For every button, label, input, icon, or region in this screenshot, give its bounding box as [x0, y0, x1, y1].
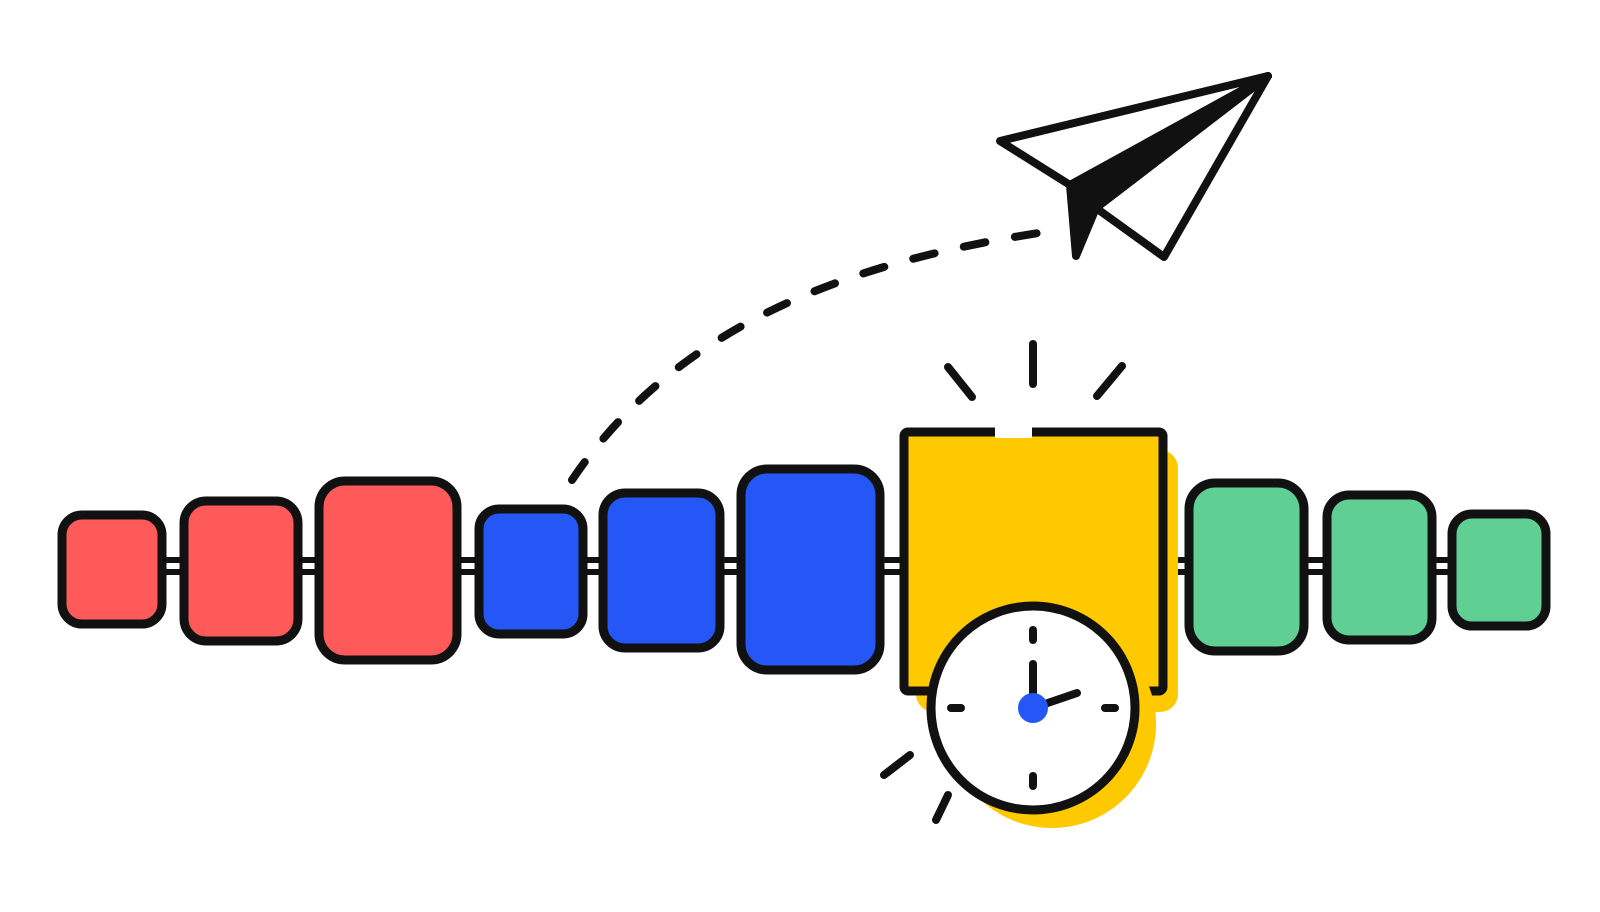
block-green-3: [1447, 509, 1551, 631]
block-blue-1: [474, 504, 588, 639]
block-green-2: [1322, 490, 1437, 645]
chain-blocks: [57, 427, 1551, 712]
clock-motion-marks: [880, 751, 952, 824]
block-blue-2: [598, 488, 725, 653]
clock-icon: [926, 601, 1156, 828]
block-red-2: [179, 496, 303, 646]
alert-rays: [944, 340, 1126, 401]
dashed-flight-path: [568, 228, 1049, 484]
block-blue-3: [736, 464, 885, 675]
block-red-3: [314, 476, 462, 665]
clock-ticks: [947, 626, 1119, 790]
block-green-1: [1184, 478, 1309, 656]
paper-plane-icon: [996, 72, 1272, 261]
clock-hub: [1018, 693, 1048, 723]
block-red-1: [57, 510, 167, 629]
